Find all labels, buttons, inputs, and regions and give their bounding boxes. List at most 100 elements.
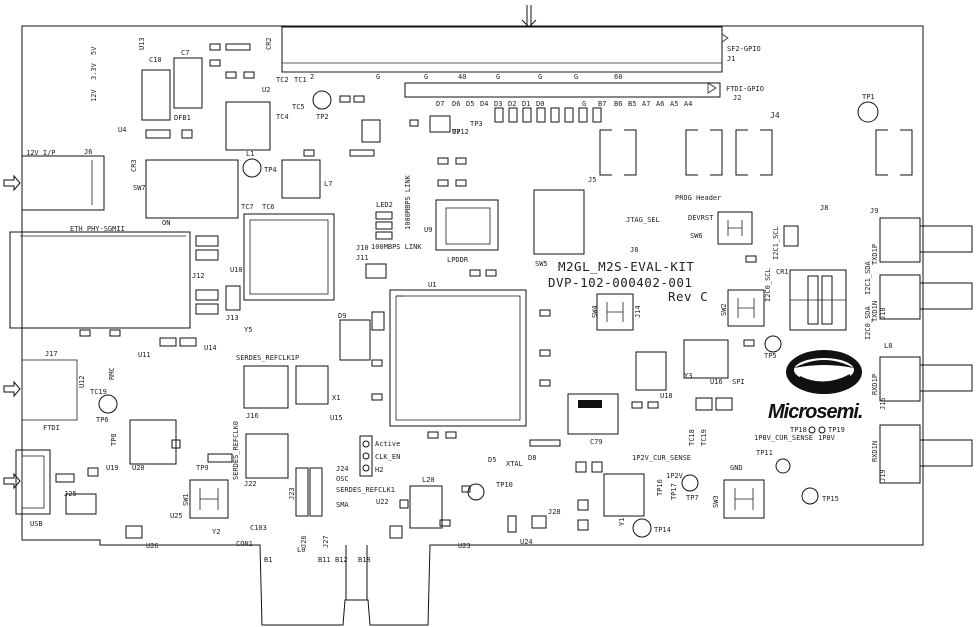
sw4-label: SW4 bbox=[591, 305, 599, 318]
switch-sw6[interactable] bbox=[717, 211, 753, 245]
cur-sense-1p8v-label: 1P8V_CUR_SENSE bbox=[754, 434, 813, 442]
pin-label: A7 bbox=[642, 100, 650, 108]
ftdi-area bbox=[21, 359, 78, 421]
cr2-label: TC19 bbox=[90, 388, 107, 396]
tp11-label: TP11 bbox=[756, 449, 773, 457]
tp14-label: TP14 bbox=[654, 526, 671, 534]
tp5-label: TP5 bbox=[764, 352, 777, 360]
lpddr-label: LPDDR bbox=[447, 256, 469, 264]
test-point-tp6 bbox=[98, 394, 118, 414]
l3-label: L7 bbox=[324, 180, 332, 188]
d8-label: CR2 bbox=[265, 37, 273, 50]
l2-label: L8 bbox=[884, 342, 892, 350]
pin-label: B7 bbox=[598, 100, 606, 108]
pin-label: D0 bbox=[536, 100, 544, 108]
edge-finger-b18: B18 bbox=[358, 556, 371, 564]
phy-u10 bbox=[243, 213, 335, 301]
led-row bbox=[494, 107, 602, 123]
sw2-label: SW2 bbox=[720, 303, 728, 316]
component-l7 bbox=[603, 473, 645, 517]
component-j22 bbox=[295, 467, 323, 517]
header-j1[interactable] bbox=[281, 26, 729, 73]
connector-j5 bbox=[599, 129, 637, 176]
power-jack-j6[interactable] bbox=[21, 155, 105, 211]
test-point-tp19 bbox=[818, 426, 826, 434]
header-j1-name: SF2-GPIO bbox=[727, 45, 761, 53]
board-outline bbox=[21, 25, 924, 626]
sma-connector-txd1p[interactable] bbox=[879, 217, 973, 263]
u11-label: U11 bbox=[138, 351, 151, 359]
component-j24 bbox=[65, 493, 97, 515]
connector-prog bbox=[735, 129, 773, 176]
switch-sw3[interactable] bbox=[723, 479, 765, 519]
switch-sw4[interactable] bbox=[596, 293, 634, 331]
u10-label: U10 bbox=[230, 266, 243, 274]
usb-connector[interactable] bbox=[15, 449, 51, 515]
test-point-tp18 bbox=[808, 426, 816, 434]
j25-label: J26 bbox=[300, 535, 308, 548]
usb-label: USB bbox=[30, 520, 43, 528]
tp3-label: TP3 bbox=[470, 120, 483, 128]
tp7-label: TP7 bbox=[686, 494, 699, 502]
j9-label: J8 bbox=[820, 204, 828, 212]
tc18-label: TC18 bbox=[688, 429, 696, 446]
sma-label: SMA bbox=[336, 501, 349, 509]
lpddr-u9 bbox=[435, 199, 499, 251]
tc5-label: TC5 bbox=[292, 103, 305, 111]
u19-label: U19 bbox=[106, 464, 119, 472]
on-label: ON bbox=[162, 219, 170, 227]
u25-label: U25 bbox=[170, 512, 183, 520]
j20-label: J19 bbox=[879, 469, 887, 482]
fpga-u1 bbox=[389, 289, 527, 427]
xtal-label: XTAL bbox=[506, 460, 523, 468]
ethernet-connector[interactable] bbox=[9, 231, 191, 329]
tp17-label: TP17 bbox=[670, 483, 678, 500]
switch-sw1[interactable] bbox=[189, 479, 229, 519]
y1-label: Y5 bbox=[244, 326, 252, 334]
component-u2 bbox=[225, 101, 271, 151]
led-pair bbox=[375, 211, 393, 240]
j12-label: J11 bbox=[356, 254, 369, 262]
switch-sw2[interactable] bbox=[727, 289, 765, 327]
tp18-label: TP18 bbox=[790, 426, 807, 434]
devrst-label: DEVRST bbox=[688, 214, 714, 222]
j8-label: J8 bbox=[630, 246, 638, 254]
tp12-label: TP12 bbox=[452, 128, 469, 136]
pin-label: G bbox=[496, 73, 500, 81]
sw6-label: SW6 bbox=[690, 232, 703, 240]
power-input-label: 12V I/P bbox=[26, 149, 56, 157]
clock-jumper-h2[interactable] bbox=[359, 435, 373, 477]
sma-connector-txd1n[interactable] bbox=[879, 274, 973, 320]
u26-label: U26 bbox=[146, 542, 159, 550]
sata-label-txd1p: TXD1P bbox=[871, 244, 879, 265]
right-arrow-icon bbox=[3, 174, 21, 192]
tp16-label: TP16 bbox=[656, 479, 664, 496]
tp19-label: TP19 bbox=[828, 426, 845, 434]
u15-label: U16 bbox=[710, 378, 723, 386]
connector-tp1 bbox=[875, 129, 913, 176]
j23-label: J24 bbox=[336, 465, 349, 473]
serdes-refclk1-label: SERDES_REFCLK1 bbox=[336, 486, 395, 494]
j22-label: J23 bbox=[288, 487, 296, 500]
pin-label: A4 bbox=[684, 100, 692, 108]
sma-connector-rxd1n[interactable] bbox=[879, 424, 973, 484]
l1-label: L1 bbox=[246, 150, 254, 158]
sata-label-rxd1p: RXD1P bbox=[871, 374, 879, 395]
component-j21 bbox=[245, 433, 289, 479]
rmc-label: DFB1 bbox=[174, 114, 191, 122]
pin-label: G bbox=[574, 73, 578, 81]
tp8-label: TP8 bbox=[110, 433, 118, 446]
pin-label: D1 bbox=[522, 100, 530, 108]
sma-connector-rxd1p[interactable] bbox=[879, 356, 973, 402]
x1-label: RMC bbox=[108, 367, 116, 380]
u22-label: U22 bbox=[376, 498, 389, 506]
pin-label: A5 bbox=[670, 100, 678, 108]
header-j2[interactable] bbox=[404, 82, 721, 98]
l0-label: L0 bbox=[297, 546, 305, 554]
sata-label-txd1n: TXD1N bbox=[871, 301, 879, 322]
component-j17 bbox=[243, 365, 289, 409]
u16-label: U18 bbox=[660, 392, 673, 400]
sw3-label: SW3 bbox=[712, 495, 720, 508]
sw7-label: SW7 bbox=[133, 184, 146, 192]
j26-label: J27 bbox=[322, 535, 330, 548]
